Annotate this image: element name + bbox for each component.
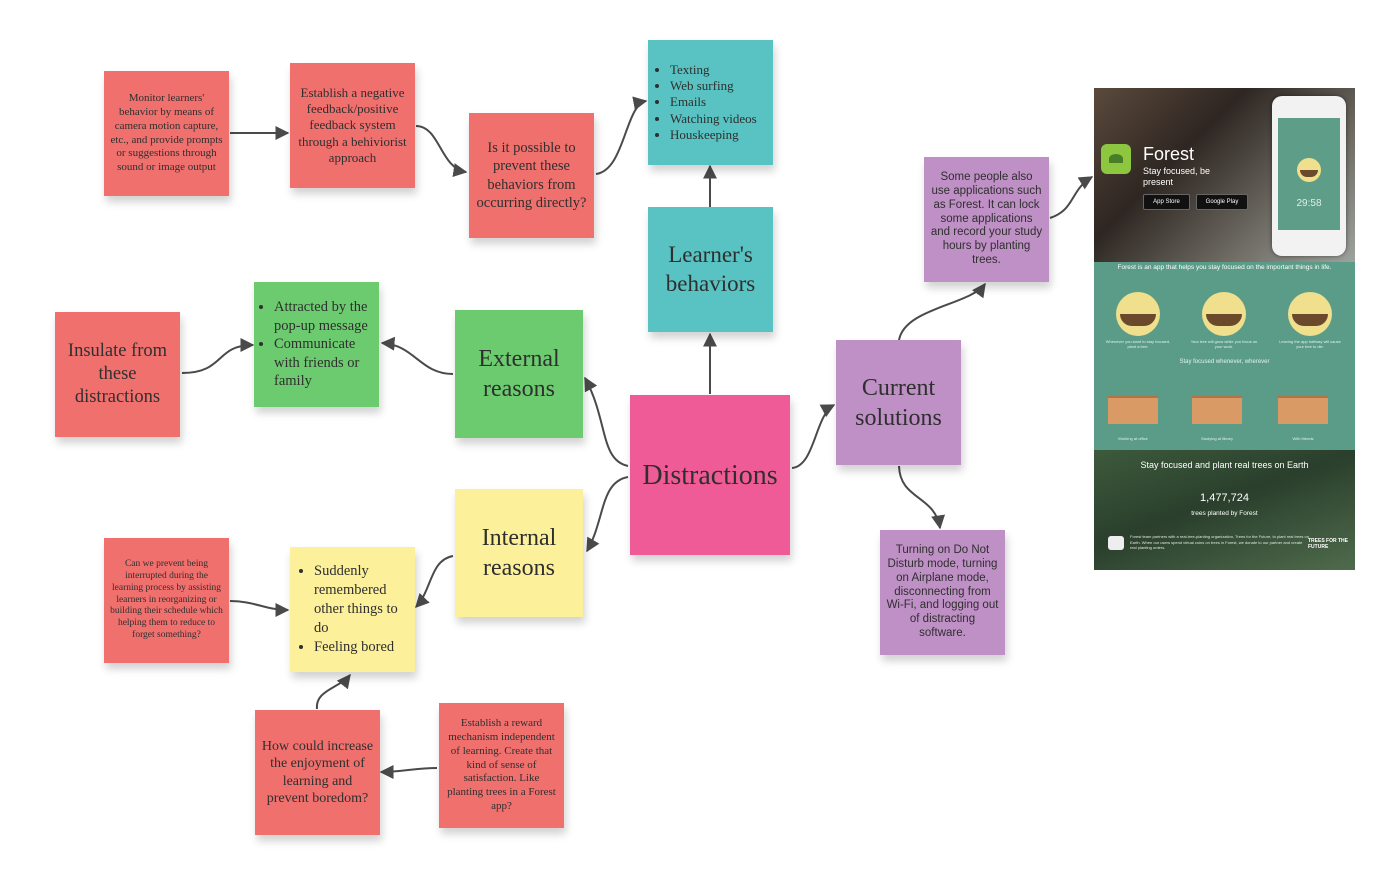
external-list-note[interactable]: Attracted by the pop-up messageCommunica… (254, 282, 379, 407)
apps-note[interactable]: Some people also use applications such a… (924, 157, 1049, 282)
internal-reasons-note[interactable]: Internal reasons (455, 489, 583, 617)
note-text: Establish a reward mechanism independent… (447, 717, 556, 812)
desk-caption: Studying at library (1200, 436, 1233, 441)
tree-icon (1297, 158, 1321, 182)
branch-title: Current solutions (855, 374, 942, 431)
connector-enjoyment-to-list (315, 673, 351, 710)
connector-apps-to-forest (1049, 176, 1094, 219)
step-caption: Whenever you want to stay focused, plant… (1105, 339, 1171, 349)
tree-count-label: trees planted by Forest (1191, 510, 1258, 517)
library-desk-icon (1192, 396, 1242, 424)
dead-tree-icon (1288, 292, 1332, 336)
branch-title: Internal reasons (481, 525, 557, 581)
behavior-item: Watching videos (670, 111, 757, 127)
behavior-item: Web surfing (670, 78, 757, 94)
behavior-list: TextingWeb surfingEmailsWatching videosH… (654, 62, 757, 143)
note-text: Is it possible to prevent these behavior… (476, 140, 587, 211)
connector-schedule-to-list (229, 600, 290, 617)
connector-solutions-to-apps (898, 282, 986, 341)
real-trees-heading: Stay focused and plant real trees on Ear… (1140, 460, 1309, 470)
reward-note[interactable]: Establish a reward mechanism independent… (439, 703, 564, 828)
distractions-central-note[interactable]: Distractions (630, 395, 790, 555)
tree-count: 1,477,724 (1200, 492, 1249, 504)
note-text: Establish a negative feedback/positive f… (298, 84, 407, 165)
phone-screen: 29:58 (1278, 118, 1340, 230)
forest-tagline: Stay focused, be present (1143, 166, 1211, 187)
learner-behaviors-note[interactable]: Learner's behaviors (648, 207, 773, 332)
google-play-button[interactable]: Google Play (1196, 194, 1248, 210)
seedling-icon (1116, 292, 1160, 336)
behavior-item: Texting (670, 62, 757, 78)
connector-center-to-external (584, 376, 629, 467)
external-list: Attracted by the pop-up messageCommunica… (260, 298, 373, 390)
app-store-button[interactable]: App Store (1143, 194, 1190, 210)
central-topic: Distractions (642, 459, 778, 491)
external-reasons-note[interactable]: External reasons (455, 310, 583, 438)
connector-solutions-to-dnd (898, 465, 946, 530)
growing-tree-icon (1202, 292, 1246, 336)
office-desk-icon (1108, 396, 1158, 424)
connector-center-to-internal (586, 476, 629, 553)
step-caption: Leaving the app halfway will cause your … (1279, 339, 1341, 349)
connector-external-to-list (380, 336, 454, 375)
prevent-question-note[interactable]: Is it possible to prevent these behavior… (469, 113, 594, 238)
note-text: Monitor learners' behavior by means of c… (110, 92, 223, 173)
phone-mockup: 29:58 (1272, 96, 1346, 256)
note-text: Insulate from these distractions (67, 340, 168, 408)
app-store-label: App Store (1153, 199, 1180, 205)
friends-table-icon (1278, 396, 1328, 424)
external-reason-item: Attracted by the pop-up message (274, 298, 373, 335)
feedback-system-note[interactable]: Establish a negative feedback/positive f… (290, 63, 415, 188)
connector-insulate-to-list (181, 338, 255, 374)
connector-center-to-solutions (791, 404, 836, 469)
forest-brand: Forest (1143, 144, 1195, 164)
current-solutions-note[interactable]: Current solutions (836, 340, 961, 465)
note-text: Turning on Do Not Disturb mode, turning … (886, 544, 999, 639)
timer-readout: 29:58 (1296, 198, 1322, 209)
behavior-item: Houskeeping (670, 127, 757, 143)
schedule-question-note[interactable]: Can we prevent being interrupted during … (104, 538, 229, 663)
internal-list-note[interactable]: Suddenly remembered other things to doFe… (290, 547, 415, 672)
forest-intro: Forest is an app that helps you stay foc… (1117, 264, 1332, 271)
forest-small-icon (1108, 536, 1124, 550)
external-reason-item: Communicate with friends or family (274, 335, 373, 390)
note-text: How could increase the enjoyment of lear… (261, 738, 374, 807)
connector-reward-to-enjoyment (379, 764, 438, 779)
insulate-note[interactable]: Insulate from these distractions (55, 312, 180, 437)
forest-app-screenshot[interactable]: Forest Stay focused, be present App Stor… (1094, 88, 1355, 570)
dnd-note[interactable]: Turning on Do Not Disturb mode, turning … (880, 530, 1005, 655)
step-caption: Your tree will grow while you focus on y… (1190, 339, 1258, 349)
partner-text: Forest team partners with a real-tree-pl… (1130, 534, 1309, 551)
internal-reason-item: Suddenly remembered other things to do (314, 562, 409, 637)
desk-caption: Working at office (1118, 436, 1148, 441)
note-text: Some people also use applications such a… (930, 171, 1043, 266)
partner-logo-text: TREES FOR THE FUTURE (1308, 538, 1349, 550)
forest-features: Forest is an app that helps you stay foc… (1094, 262, 1355, 450)
branch-title: Learner's behaviors (665, 241, 756, 296)
connector-feedback-to-question (415, 125, 468, 177)
forest-logo-icon (1101, 144, 1131, 174)
internal-list: Suddenly remembered other things to doFe… (296, 562, 409, 656)
forest-hero: Forest Stay focused, be present App Stor… (1094, 88, 1355, 262)
behavior-list-note[interactable]: TextingWeb surfingEmailsWatching videosH… (648, 40, 773, 165)
monitor-note[interactable]: Monitor learners' behavior by means of c… (104, 71, 229, 196)
forest-whenever: Stay focused whenever, wherever (1179, 359, 1270, 365)
note-text: Can we prevent being interrupted during … (110, 558, 223, 641)
behavior-item: Emails (670, 94, 757, 110)
connector-internal-to-list (415, 555, 454, 609)
connector-question-to-list (595, 96, 648, 175)
enjoyment-question-note[interactable]: How could increase the enjoyment of lear… (255, 710, 380, 835)
desk-caption: With friends (1292, 436, 1314, 441)
branch-title: External reasons (478, 346, 560, 402)
google-play-label: Google Play (1205, 199, 1239, 205)
forest-real-trees: Stay focused and plant real trees on Ear… (1094, 450, 1355, 570)
internal-reason-item: Feeling bored (314, 638, 409, 657)
